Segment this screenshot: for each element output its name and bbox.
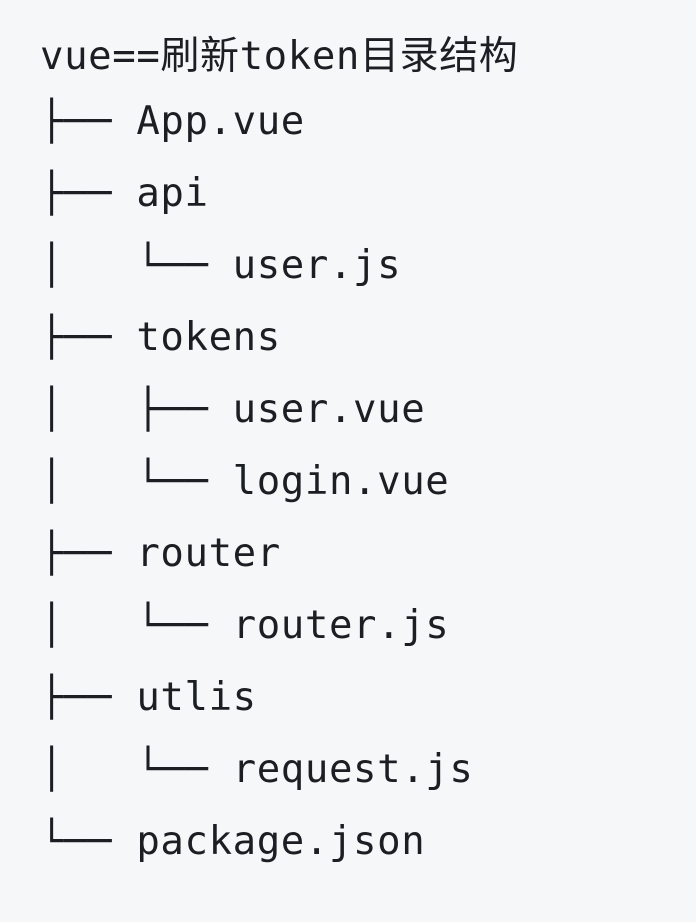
tree-item-name: App.vue — [136, 99, 305, 144]
tree-item-name: tokens — [136, 315, 281, 360]
tree-item-name: user.js — [232, 243, 402, 288]
tree-line: │ ├── user.vue — [40, 374, 696, 446]
tree-branch: └── — [40, 819, 137, 864]
tree-branch: │ └── — [40, 747, 233, 792]
tree-branch: │ ├── — [40, 387, 233, 432]
tree-branch: ├── — [40, 315, 137, 360]
tree-branch: │ └── — [40, 603, 233, 648]
tree-line: │ └── router.js — [40, 590, 696, 662]
tree-item-name: request.js — [232, 747, 474, 792]
tree-line: ├── api — [40, 158, 696, 230]
tree-line: │ └── request.js — [40, 734, 696, 806]
tree-branch: ├── — [40, 675, 137, 720]
tree-branch: ├── — [40, 531, 137, 576]
tree-line: │ └── user.js — [40, 230, 696, 302]
tree-item-name: user.vue — [232, 387, 426, 432]
tree-branch: │ └── — [40, 459, 233, 504]
tree-line: ├── App.vue — [40, 86, 696, 158]
tree-item-name: utlis — [136, 675, 257, 720]
tree-branch: │ └── — [40, 243, 233, 288]
tree-line: ├── tokens — [40, 302, 696, 374]
tree-line: └── package.json — [40, 806, 696, 878]
tree-item-name: router.js — [232, 603, 450, 648]
tree-item-name: router — [136, 531, 281, 576]
tree-item-name: package.json — [136, 819, 426, 864]
tree-item-name: login.vue — [232, 459, 450, 504]
tree-branch: ├── — [40, 99, 137, 144]
page-title: vue==刷新token目录结构 — [40, 34, 519, 79]
tree-line: ├── router — [40, 518, 696, 590]
tree-line: │ └── login.vue — [40, 446, 696, 518]
tree-line: ├── utlis — [40, 662, 696, 734]
tree-item-name: api — [136, 171, 209, 216]
tree-branch: ├── — [40, 171, 137, 216]
